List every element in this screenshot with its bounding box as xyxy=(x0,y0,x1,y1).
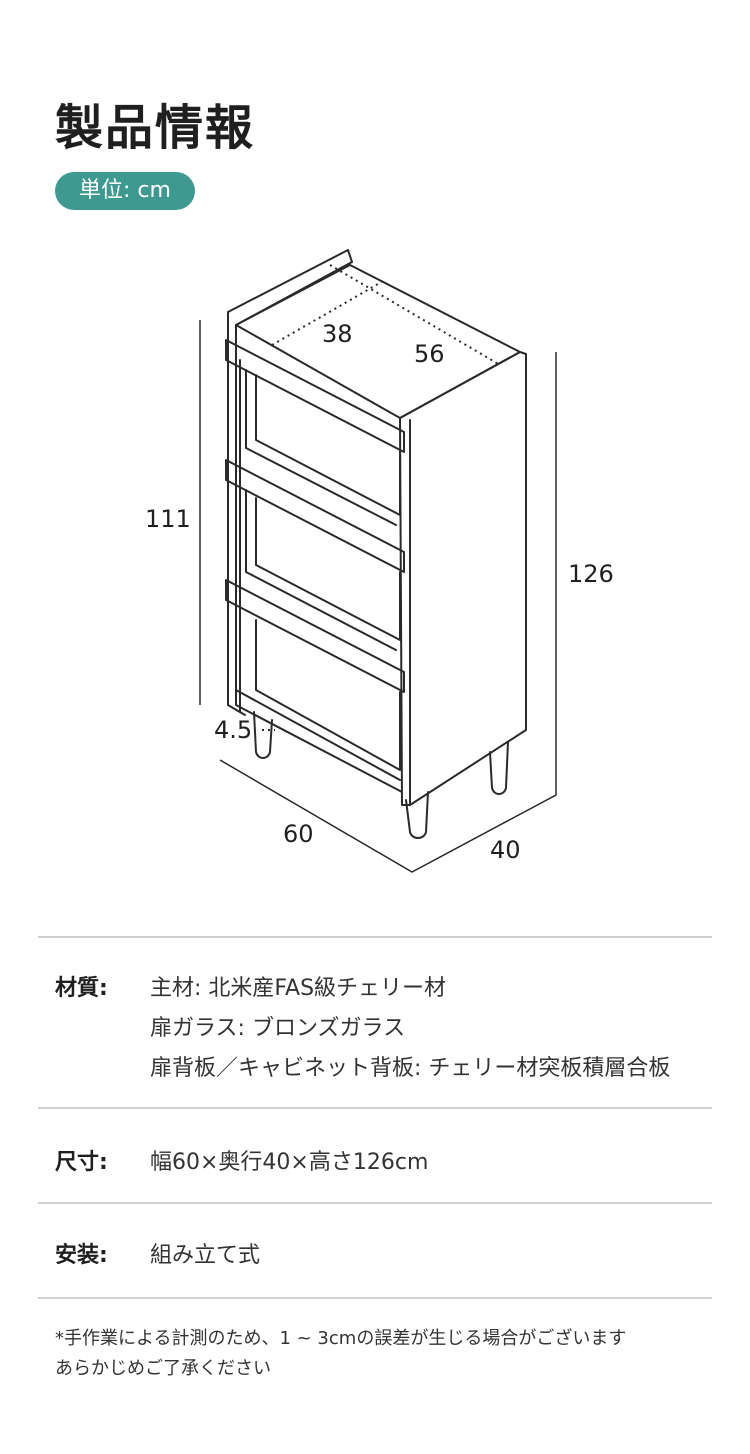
drawer-3 xyxy=(225,579,405,693)
spec-material-line: 扉背板／キャビネット背板: チェリー材突板積層合板 xyxy=(150,1056,671,1081)
leg-front-left xyxy=(253,711,273,759)
dim-leg-height: 4.5 xyxy=(214,716,252,744)
spec-install-value: 組み立て式 xyxy=(150,1243,261,1268)
cabinet-left-frame xyxy=(227,249,353,701)
note-line: あらかじめご了承ください xyxy=(55,1358,271,1379)
spec-material-line: 主材: 北米産FAS級チェリー材 xyxy=(150,976,447,1001)
dim-width: 60 xyxy=(283,820,314,848)
cabinet-diagram: 38 56 111 126 4.5 60 40 xyxy=(145,249,614,873)
divider xyxy=(38,1297,712,1299)
dim-depth: 40 xyxy=(490,836,521,864)
spec-label-install: 安装: xyxy=(55,1243,108,1268)
divider xyxy=(38,936,712,938)
dim-width-top: 56 xyxy=(414,340,445,368)
dim-depth-top: 38 xyxy=(322,320,353,348)
spec-material-line: 扉ガラス: ブロンズガラス xyxy=(150,1016,406,1041)
leg-front-right xyxy=(405,791,429,839)
dim-height-inner: 111 xyxy=(145,505,191,533)
page-title: 製品情報 xyxy=(55,100,256,156)
divider xyxy=(38,1202,712,1204)
drawer-1 xyxy=(225,339,405,453)
note-line: *手作業による計測のため、1 ~ 3cmの誤差が生じる場合がございます xyxy=(55,1328,627,1349)
divider xyxy=(38,1107,712,1109)
unit-badge: 単位: cm xyxy=(55,172,195,210)
cabinet-right-panel xyxy=(399,351,527,806)
spec-label-material: 材質: xyxy=(55,976,108,1001)
dim-height-total: 126 xyxy=(568,560,614,588)
drawer-2 xyxy=(225,459,405,573)
spec-label-size: 尺寸: xyxy=(55,1150,108,1175)
spec-size-value: 幅60×奥行40×高さ126cm xyxy=(150,1150,429,1175)
leg-back-right xyxy=(489,741,509,795)
